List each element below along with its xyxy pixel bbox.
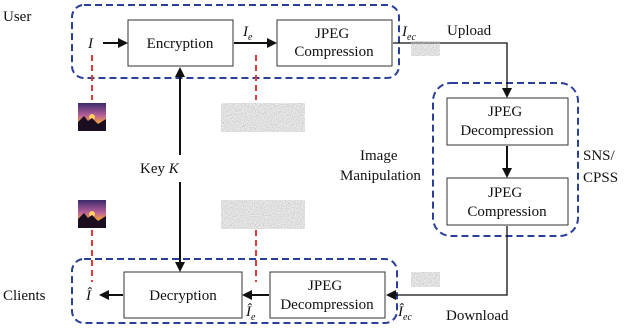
encryption-label: Encryption	[147, 36, 214, 52]
encrypted-signal-sub: e	[248, 32, 253, 43]
compressed-signal-label: Iec	[401, 24, 416, 43]
jpeg-decompression-bottom-line-2: Decompression	[280, 297, 374, 313]
sns-line-2: CPSS	[583, 170, 618, 186]
key-label-text: Key	[140, 161, 169, 177]
jpeg-decompression-right-line-2: Decompression	[460, 123, 554, 139]
jpeg-compression-top-box	[276, 19, 393, 67]
manipulation-line-2: Manipulation	[340, 168, 421, 184]
output-image-thumbnail	[78, 200, 106, 228]
key-label-symbol: K	[168, 161, 180, 177]
compressed-signal-sub: ec	[407, 32, 416, 43]
encryption-box	[127, 19, 234, 67]
compressed-signal-main: I	[401, 24, 408, 40]
download-label: Download	[446, 308, 509, 324]
clients-label: Clients	[3, 288, 46, 304]
download-arrow	[386, 226, 508, 300]
jpeg-compression-top-label: JPEG Compression	[294, 26, 374, 60]
encrypted-signal-label: Ie	[242, 24, 253, 43]
jpeg-decompression-bottom-box	[269, 271, 386, 319]
decompressed-signal-sub: e	[251, 312, 256, 323]
jpeg-decompression-right-line-1: JPEG	[488, 104, 522, 120]
downloaded-signal-sub: ec	[403, 312, 412, 323]
manipulation-label: Image Manipulation	[340, 148, 421, 184]
jpeg-compression-right-line-1: JPEG	[488, 185, 522, 201]
downloaded-noise-thumbnail	[411, 272, 440, 287]
jpeg-decompression-bottom-line-1: JPEG	[308, 278, 342, 294]
output-signal-label: Î	[85, 287, 92, 304]
manipulation-line-1: Image	[360, 148, 398, 164]
jpeg-decompression-right-label: JPEG Decompression	[460, 104, 554, 139]
user-label: User	[3, 9, 31, 25]
jpeg-compression-top-line-1: JPEG	[315, 26, 349, 42]
jpeg-compression-top-line-2: Compression	[294, 44, 374, 60]
decompressed-signal-label: Îe	[245, 303, 256, 323]
jpeg-compression-right-line-2: Compression	[467, 204, 547, 220]
service-group	[432, 82, 579, 237]
decompressed-signal-main: Î	[245, 303, 252, 320]
key-label: Key K	[140, 161, 180, 177]
jpeg-decompression-bottom-label: JPEG Decompression	[280, 278, 374, 313]
upload-label: Upload	[447, 23, 492, 39]
downloaded-signal-label: Îec	[397, 303, 412, 323]
input-image-thumbnail	[78, 103, 106, 131]
jpeg-compression-right-label: JPEG Compression	[467, 185, 547, 220]
input-signal-label: I	[87, 36, 94, 52]
decompressed-noise-image	[221, 200, 305, 229]
jpeg-decompression-right-box	[446, 97, 569, 146]
encrypted-noise-image	[221, 103, 305, 132]
compressed-noise-thumbnail	[411, 41, 440, 56]
jpeg-compression-right-box	[446, 177, 569, 226]
encrypted-signal-main: I	[242, 24, 249, 40]
sns-label: SNS/ CPSS	[583, 148, 618, 186]
upload-arrow	[393, 42, 512, 98]
decryption-label: Decryption	[149, 288, 217, 304]
user-group	[71, 4, 400, 79]
sns-line-1: SNS/	[583, 148, 616, 164]
clients-group	[71, 258, 398, 324]
downloaded-signal-main: Î	[397, 303, 404, 320]
